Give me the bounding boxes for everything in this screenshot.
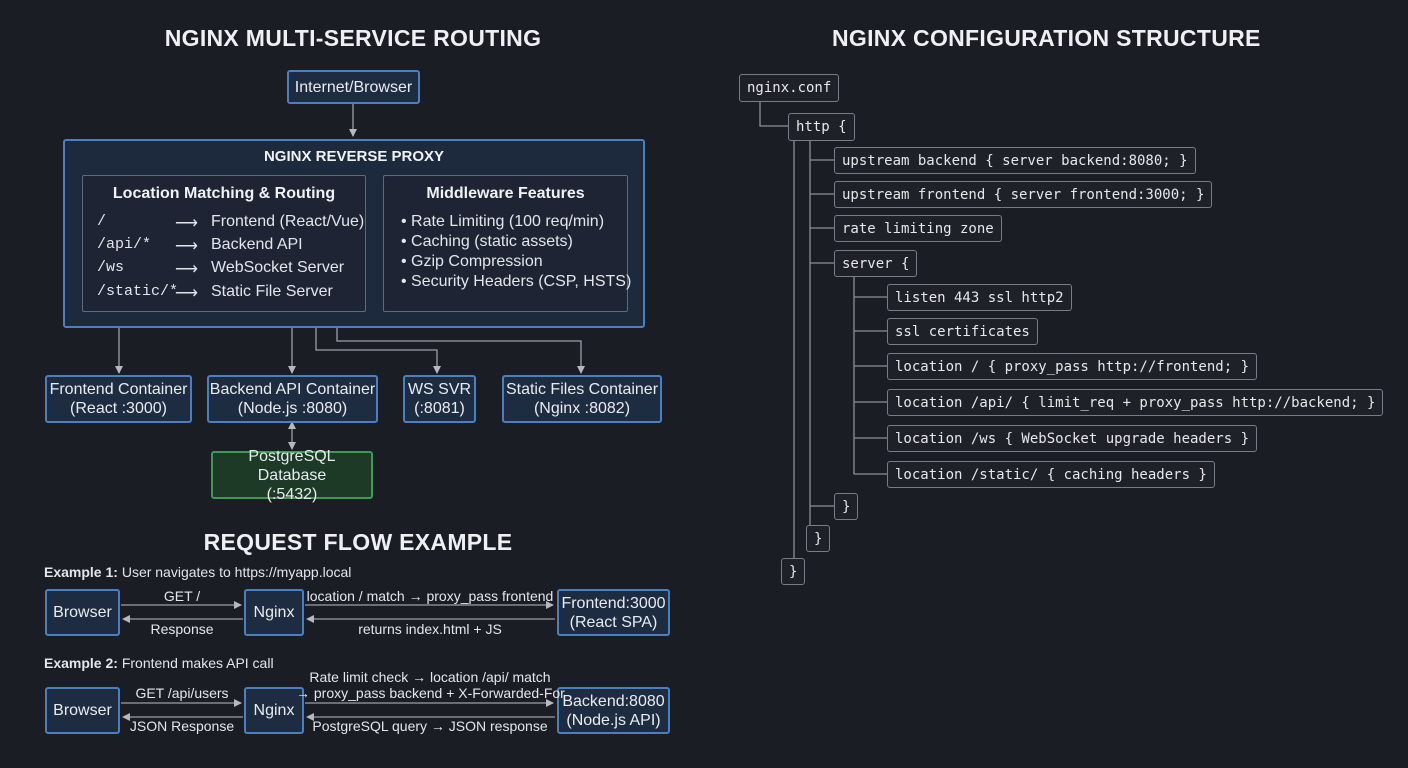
config-upstream-frontend-node: upstream frontend { server frontend:3000… <box>834 181 1213 208</box>
static-container-label: Static Files Container <box>505 381 659 398</box>
example-1-frontend-sub: (React SPA) <box>569 613 658 631</box>
middleware-panel: Middleware Features • Rate Limiting (100… <box>383 175 632 312</box>
example-2-response-label: JSON Response <box>129 718 235 734</box>
config-location-ws-node: location /ws { WebSocket upgrade headers… <box>887 425 1258 452</box>
example-2-label-bold: Example 2: <box>44 655 118 671</box>
example-1-request-label: GET / <box>163 588 201 604</box>
config-ssl-node: ssl certificates <box>887 318 1038 345</box>
config-listen-node: listen 443 ssl http2 <box>887 284 1072 311</box>
backend-container-port: (Node.js :8080) <box>237 400 348 417</box>
example-1-response-label: Response <box>150 621 214 637</box>
reverse-proxy-title: NGINX REVERSE PROXY <box>263 148 445 165</box>
routing-title: NGINX MULTI-SERVICE ROUTING <box>164 25 542 51</box>
example-2-ratelimit-label: Rate limit check → location /api/ match <box>309 669 551 685</box>
example-1-label-text: User navigates to https://myapp.local <box>117 564 352 580</box>
example-2-return-label: PostgreSQL query → JSON response <box>312 718 548 734</box>
example-1-browser-node: Browser <box>45 589 120 636</box>
example-1-nginx-label: Nginx <box>253 604 295 621</box>
backend-container-node: Backend API Container (Node.js :8080) <box>207 375 378 423</box>
example-2-request-label: GET /api/users <box>135 685 229 701</box>
internet-browser-node: Internet/Browser <box>287 70 420 104</box>
example-2-nginx-label: Nginx <box>253 702 295 719</box>
ws-server-label: WS SVR <box>407 381 472 398</box>
route-target: WebSocket Server <box>211 259 345 276</box>
feature-item: • Gzip Compression <box>401 253 543 270</box>
config-structure-title: NGINX CONFIGURATION STRUCTURE <box>832 25 1261 51</box>
static-container-node: Static Files Container (Nginx :8082) <box>502 375 662 423</box>
config-server-node: server { <box>834 250 918 277</box>
feature-item: • Security Headers (CSP, HSTS) <box>401 273 632 290</box>
static-container-port: (Nginx :8082) <box>533 400 631 417</box>
middleware-panel-title: Middleware Features <box>426 185 585 202</box>
routing-panel: Location Matching & Routing / ⟶ Frontend… <box>82 175 366 312</box>
example-1-proxy-label: location / match → proxy_pass frontend <box>306 588 554 604</box>
frontend-container-label: Frontend Container <box>49 381 188 398</box>
config-http-node: http { <box>788 113 855 141</box>
config-location-api-node: location /api/ { limit_req + proxy_pass … <box>887 389 1384 416</box>
example-2-backend-node: Backend:8080 (Node.js API) <box>557 687 670 734</box>
example-1-frontend-node: Frontend:3000 (React SPA) <box>557 589 670 636</box>
route-path: / <box>97 213 107 230</box>
ws-server-node: WS SVR (:8081) <box>403 375 476 423</box>
example-2-nginx-node: Nginx <box>244 687 304 734</box>
internet-browser-label: Internet/Browser <box>294 78 413 96</box>
route-path: /ws <box>97 259 125 276</box>
route-target: Static File Server <box>211 283 333 300</box>
config-location-root-node: location / { proxy_pass http://frontend;… <box>887 353 1258 380</box>
example-1-browser-label: Browser <box>53 604 112 621</box>
example-1-label: Example 1: User navigates to https://mya… <box>44 564 351 580</box>
postgres-database-node: PostgreSQL Database (:5432) <box>211 448 373 503</box>
backend-container-label: Backend API Container <box>209 381 376 398</box>
example-2-backend-sub: (Node.js API) <box>566 711 661 729</box>
config-server-close-node: } <box>834 493 859 520</box>
example-1-nginx-node: Nginx <box>244 589 304 636</box>
config-root-node: nginx.conf <box>739 74 840 102</box>
config-http-close-node: } <box>806 525 831 552</box>
example-2-label: Example 2: Frontend makes API call <box>44 655 274 671</box>
feature-item: • Caching (static assets) <box>401 233 573 250</box>
route-path: /api/* <box>97 236 152 253</box>
config-location-static-node: location /static/ { caching headers } <box>887 461 1215 488</box>
frontend-container-node: Frontend Container (React :3000) <box>45 375 192 423</box>
example-2-browser-node: Browser <box>45 687 120 734</box>
example-1-frontend-label: Frontend:3000 <box>561 594 666 612</box>
reverse-proxy-block: NGINX REVERSE PROXY Location Matching & … <box>63 139 645 328</box>
request-flow-title: REQUEST FLOW EXAMPLE <box>203 529 513 555</box>
routing-panel-title: Location Matching & Routing <box>112 185 336 202</box>
config-root-close-node: } <box>781 558 806 585</box>
route-arrow-icon: ⟶ <box>175 215 198 232</box>
route-target: Backend API <box>211 236 303 253</box>
route-arrow-icon: ⟶ <box>175 285 198 302</box>
feature-item: • Rate Limiting (100 req/min) <box>401 213 605 230</box>
example-2-proxy-label: → proxy_pass backend + X-Forwarded-For <box>296 685 565 701</box>
example-1-label-bold: Example 1: <box>44 564 118 580</box>
frontend-container-port: (React :3000) <box>70 400 167 417</box>
route-arrow-icon: ⟶ <box>175 238 198 255</box>
example-1-return-label: returns index.html + JS <box>358 621 502 637</box>
example-2-label-text: Frontend makes API call <box>117 655 274 671</box>
route-arrow-icon: ⟶ <box>175 261 198 278</box>
postgres-database-label: PostgreSQL Database <box>248 447 336 484</box>
config-upstream-backend-node: upstream backend { server backend:8080; … <box>834 147 1196 174</box>
route-path: /static/* <box>97 283 179 300</box>
postgres-database-port: (:5432) <box>266 485 318 503</box>
config-rate-zone-node: rate limiting zone <box>834 215 1002 242</box>
example-2-browser-label: Browser <box>53 702 112 719</box>
ws-server-port: (:8081) <box>414 400 465 417</box>
example-2-backend-label: Backend:8080 <box>562 692 665 710</box>
route-target: Frontend (React/Vue) <box>211 213 365 230</box>
